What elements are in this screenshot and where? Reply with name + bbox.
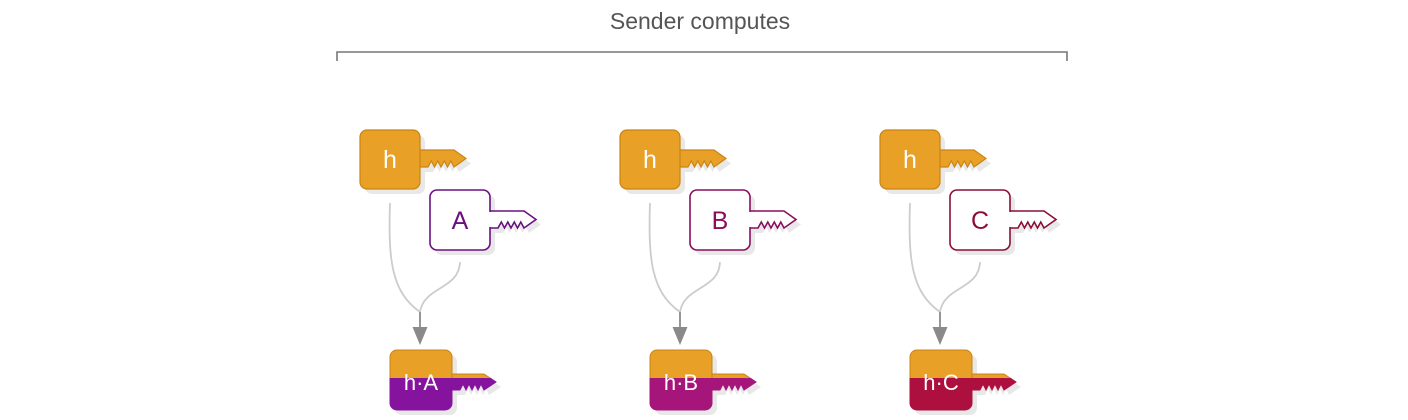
shared-key: h: [619, 129, 731, 194]
recipient-key: A: [429, 189, 541, 255]
recipient-key: C: [949, 189, 1061, 255]
recipient-key-label: C: [971, 207, 989, 235]
combined-key-label: h·C: [923, 370, 959, 395]
combined-key: h·C: [909, 349, 1021, 415]
merge-arrow: [908, 202, 981, 345]
combined-key: h·A: [389, 349, 501, 415]
recipient-key: B: [689, 189, 801, 255]
shared-key-label: h: [643, 146, 657, 174]
combined-key-label: h·A: [404, 370, 439, 395]
recipient-key-label: A: [452, 207, 469, 235]
shared-key-label: h: [383, 146, 397, 174]
combined-key-label: h·B: [664, 370, 698, 395]
shared-key: h: [879, 129, 991, 194]
bracket: [336, 51, 1068, 61]
merge-arrow: [648, 202, 721, 345]
shared-key: h: [359, 129, 471, 194]
recipient-key-label: B: [712, 207, 729, 235]
key-group-3: hCh·C: [879, 129, 1061, 415]
merge-arrow: [388, 202, 461, 345]
key-group-2: hBh·B: [619, 129, 801, 415]
key-group-1: hAh·A: [359, 129, 541, 415]
shared-key-label: h: [903, 146, 917, 174]
diagram-title: Sender computes: [610, 8, 790, 34]
combined-key: h·B: [649, 349, 761, 415]
